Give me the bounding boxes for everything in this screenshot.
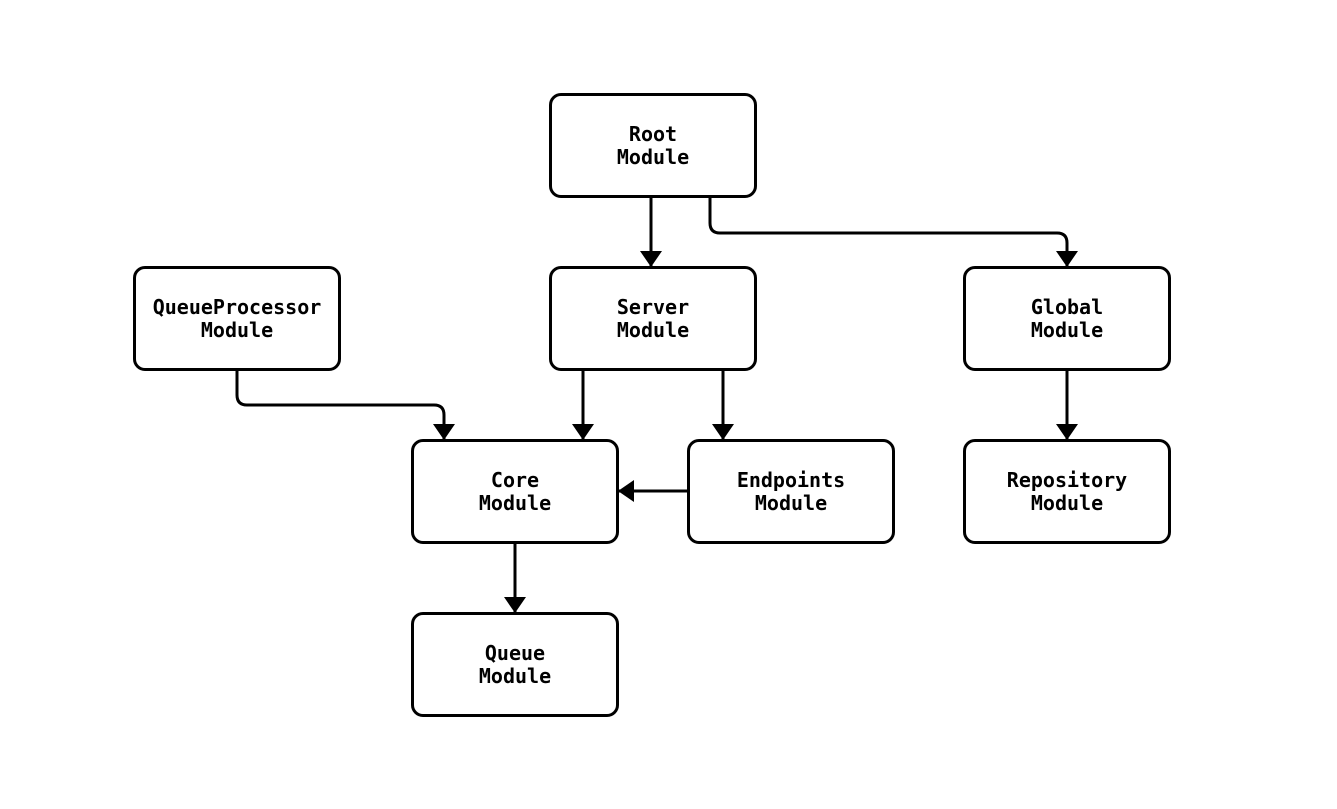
node-label: QueueProcessor Module	[152, 294, 322, 342]
node-label: Core Module	[478, 467, 552, 515]
node-label: Global Module	[1030, 294, 1104, 342]
node-endpoints-module: Endpoints Module	[687, 439, 895, 544]
node-core-module: Core Module	[411, 439, 619, 544]
node-label: Root Module	[616, 121, 690, 169]
node-queueprocessor-module: QueueProcessor Module	[133, 266, 341, 371]
node-repository-module: Repository Module	[963, 439, 1171, 544]
node-label: Queue Module	[478, 640, 552, 688]
node-server-module: Server Module	[549, 266, 757, 371]
node-root-module: Root Module	[549, 93, 757, 198]
edge-queueprocessor-to-core	[235, 371, 455, 440]
node-label: Repository Module	[1006, 467, 1128, 515]
edge-root-to-global	[708, 198, 1078, 267]
node-queue-module: Queue Module	[411, 612, 619, 717]
node-global-module: Global Module	[963, 266, 1171, 371]
node-label: Endpoints Module	[736, 467, 846, 515]
node-label: Server Module	[616, 294, 690, 342]
